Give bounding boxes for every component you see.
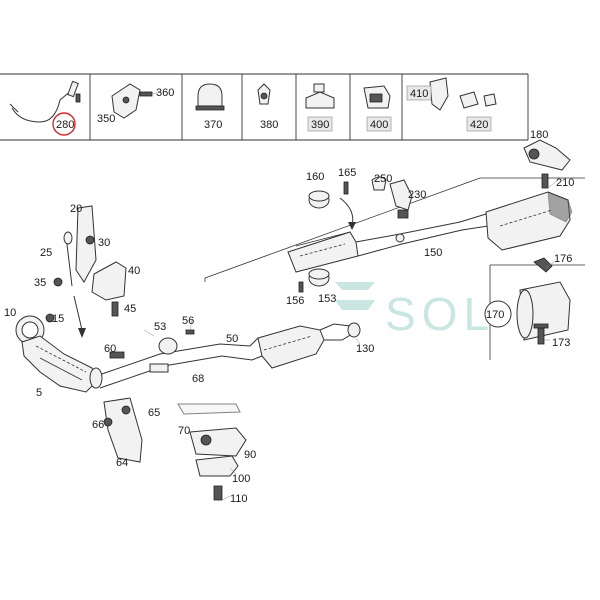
- label-50: 50: [226, 333, 238, 345]
- label-170: 170: [486, 309, 504, 321]
- label-45: 45: [124, 303, 136, 315]
- label-68: 68: [192, 373, 204, 385]
- label-250: 250: [374, 173, 392, 185]
- label-280: 280: [56, 119, 74, 131]
- label-370: 370: [204, 119, 222, 131]
- mount-assembly-90: [177, 403, 247, 501]
- label-150: 150: [424, 247, 442, 259]
- label-110: 110: [230, 493, 248, 505]
- label-15: 15: [52, 313, 64, 325]
- top-parts-strip: [0, 73, 529, 141]
- lower-brackets: [103, 329, 195, 463]
- label-153: 153: [318, 293, 336, 305]
- callout-lines: [143, 179, 559, 501]
- label-210: 210: [556, 177, 574, 189]
- hanger-390: [305, 83, 335, 109]
- label-5: 5: [36, 387, 42, 399]
- center-pipe-50: [95, 322, 361, 389]
- clamp-180: [523, 139, 571, 189]
- label-40: 40: [128, 265, 140, 277]
- label-156: 156: [286, 295, 304, 307]
- highlight-ring: [52, 112, 76, 136]
- label-390: 390: [311, 119, 329, 131]
- upper-bracket-assembly: [53, 205, 127, 338]
- top-strip-labels: 280 350 360 370 380 390 400 410 420: [52, 85, 492, 136]
- label-90: 90: [244, 449, 256, 461]
- label-100: 100: [232, 473, 250, 485]
- label-56: 56: [182, 315, 194, 327]
- rubber-mount-400: [363, 85, 391, 109]
- label-30: 30: [98, 237, 110, 249]
- label-53: 53: [154, 321, 166, 333]
- label-400: 400: [370, 119, 388, 131]
- rear-muffler-150: [287, 191, 573, 273]
- watermark-text: SOL: [385, 288, 495, 340]
- clamp-370: [195, 83, 225, 111]
- label-410: 410: [410, 88, 428, 100]
- label-65: 65: [148, 407, 160, 419]
- label-360: 360: [156, 87, 174, 99]
- label-173: 173: [552, 337, 570, 349]
- label-66: 66: [92, 419, 104, 431]
- label-165: 165: [338, 167, 356, 179]
- label-64: 64: [116, 457, 128, 469]
- label-160: 160: [306, 171, 324, 183]
- oxygen-sensor-280: [9, 80, 81, 123]
- label-350: 350: [97, 113, 115, 125]
- label-230: 230: [408, 189, 426, 201]
- label-176: 176: [554, 253, 572, 265]
- front-catalyst-5: [15, 313, 103, 393]
- label-130: 130: [356, 343, 374, 355]
- hanger-380: [257, 83, 271, 105]
- main-labels: 5 10 15 20 25 30 35 40 45 50 53 56 60 64…: [4, 129, 574, 505]
- label-25: 25: [40, 247, 52, 259]
- label-60: 60: [104, 343, 116, 355]
- watermark: SOL: [335, 282, 495, 340]
- label-380: 380: [260, 119, 278, 131]
- label-180: 180: [530, 129, 548, 141]
- bracket-410: [429, 77, 497, 111]
- label-35: 35: [34, 277, 46, 289]
- label-20: 20: [70, 203, 82, 215]
- label-420: 420: [470, 119, 488, 131]
- bracket-350: [111, 83, 161, 119]
- label-70: 70: [178, 425, 190, 437]
- rubber-hangers-rear: [298, 176, 413, 293]
- label-10: 10: [4, 307, 16, 319]
- tailpipe-tip-170: [484, 257, 571, 345]
